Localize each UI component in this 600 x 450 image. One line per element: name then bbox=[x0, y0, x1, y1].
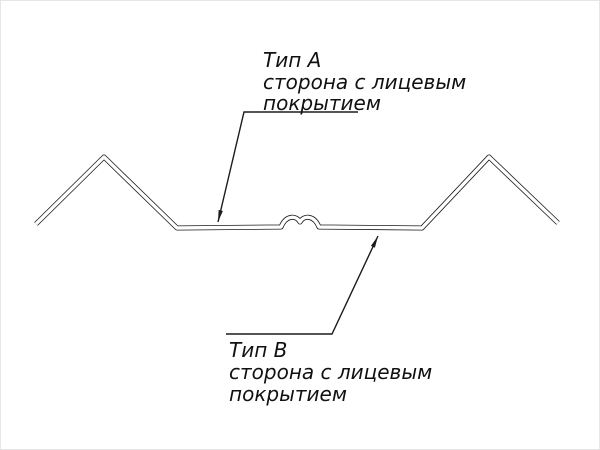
label-type-a-line3: покрытием bbox=[263, 91, 381, 115]
label-type-a-title: Тип А bbox=[263, 48, 321, 72]
label-type-b-line3: покрытием bbox=[229, 382, 347, 406]
label-type-a-line2: сторона с лицевым bbox=[263, 70, 466, 94]
label-type-b-line2: сторона с лицевым bbox=[229, 360, 432, 384]
profile-outline-inner-fill bbox=[34, 155, 560, 230]
leader-line-type-b bbox=[226, 235, 379, 335]
leader-line-type-a bbox=[217, 111, 358, 223]
label-type-b-title: Тип В bbox=[229, 338, 287, 362]
